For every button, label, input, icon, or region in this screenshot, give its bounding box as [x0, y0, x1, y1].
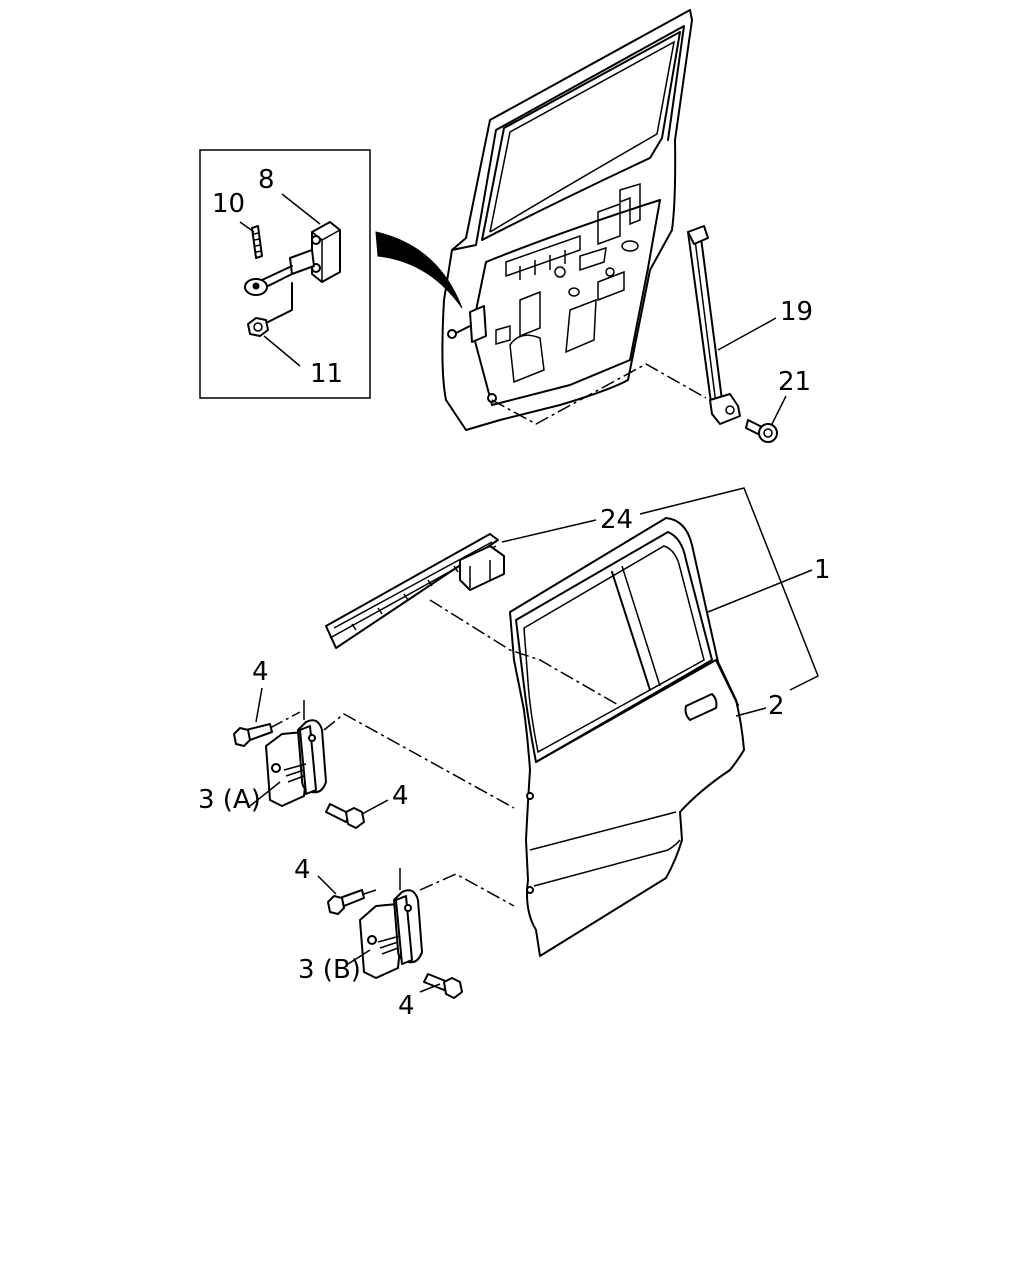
pin-part-10[interactable] — [251, 225, 263, 259]
dash-4c — [363, 889, 377, 895]
inset-pointer — [375, 231, 463, 309]
lower-door-outer-panel — [509, 517, 745, 957]
leader-3a — [249, 781, 281, 807]
channel-part-19[interactable] — [687, 225, 741, 425]
leader-2 — [735, 707, 767, 717]
bolt-part-4-upper-left[interactable] — [233, 723, 273, 747]
label-19: 19 — [780, 297, 813, 327]
dash-3b — [419, 873, 515, 907]
glass-run-part-24[interactable] — [325, 533, 505, 649]
leader-3b — [347, 949, 371, 965]
leader-4b — [361, 799, 389, 815]
hinge-part-3b[interactable] — [359, 889, 423, 979]
label-11: 11 — [310, 359, 343, 389]
upper-door-inner-panel — [441, 9, 707, 431]
bolt-part-4-lower-left[interactable] — [327, 889, 365, 915]
dash-3a — [323, 713, 515, 809]
label-4-bottom: 4 — [398, 991, 415, 1021]
hinge-part-3a[interactable] — [265, 719, 327, 807]
bolt-part-4-upper-right[interactable] — [325, 803, 365, 829]
door-check-part-8[interactable] — [244, 221, 341, 296]
inset-frame — [199, 149, 371, 399]
label-3b: 3 (B) — [298, 955, 361, 985]
leader-4a — [255, 687, 263, 723]
bolt-part-4-lower-right[interactable] — [423, 973, 463, 999]
leader-1 — [707, 569, 813, 613]
bolt-part-21[interactable] — [745, 419, 778, 443]
leader-19 — [717, 317, 777, 351]
leader-24a — [501, 519, 597, 543]
dash-4a — [269, 711, 301, 729]
label-8: 8 — [258, 165, 275, 195]
nut-part-11[interactable] — [247, 282, 293, 337]
label-3a: 3 (A) — [198, 785, 261, 815]
leader-4c — [317, 875, 337, 895]
label-4-top: 4 — [252, 657, 269, 687]
label-21: 21 — [778, 367, 811, 397]
dash-24 — [429, 599, 621, 707]
leader-4d — [419, 983, 441, 993]
label-10: 10 — [212, 189, 245, 219]
label-2: 2 — [768, 691, 785, 721]
label-4-mid: 4 — [392, 781, 409, 811]
label-24: 24 — [600, 505, 633, 535]
leader-21 — [771, 395, 787, 425]
label-1: 1 — [814, 555, 831, 585]
door-check-inset — [199, 149, 371, 399]
label-4-lower: 4 — [294, 855, 311, 885]
